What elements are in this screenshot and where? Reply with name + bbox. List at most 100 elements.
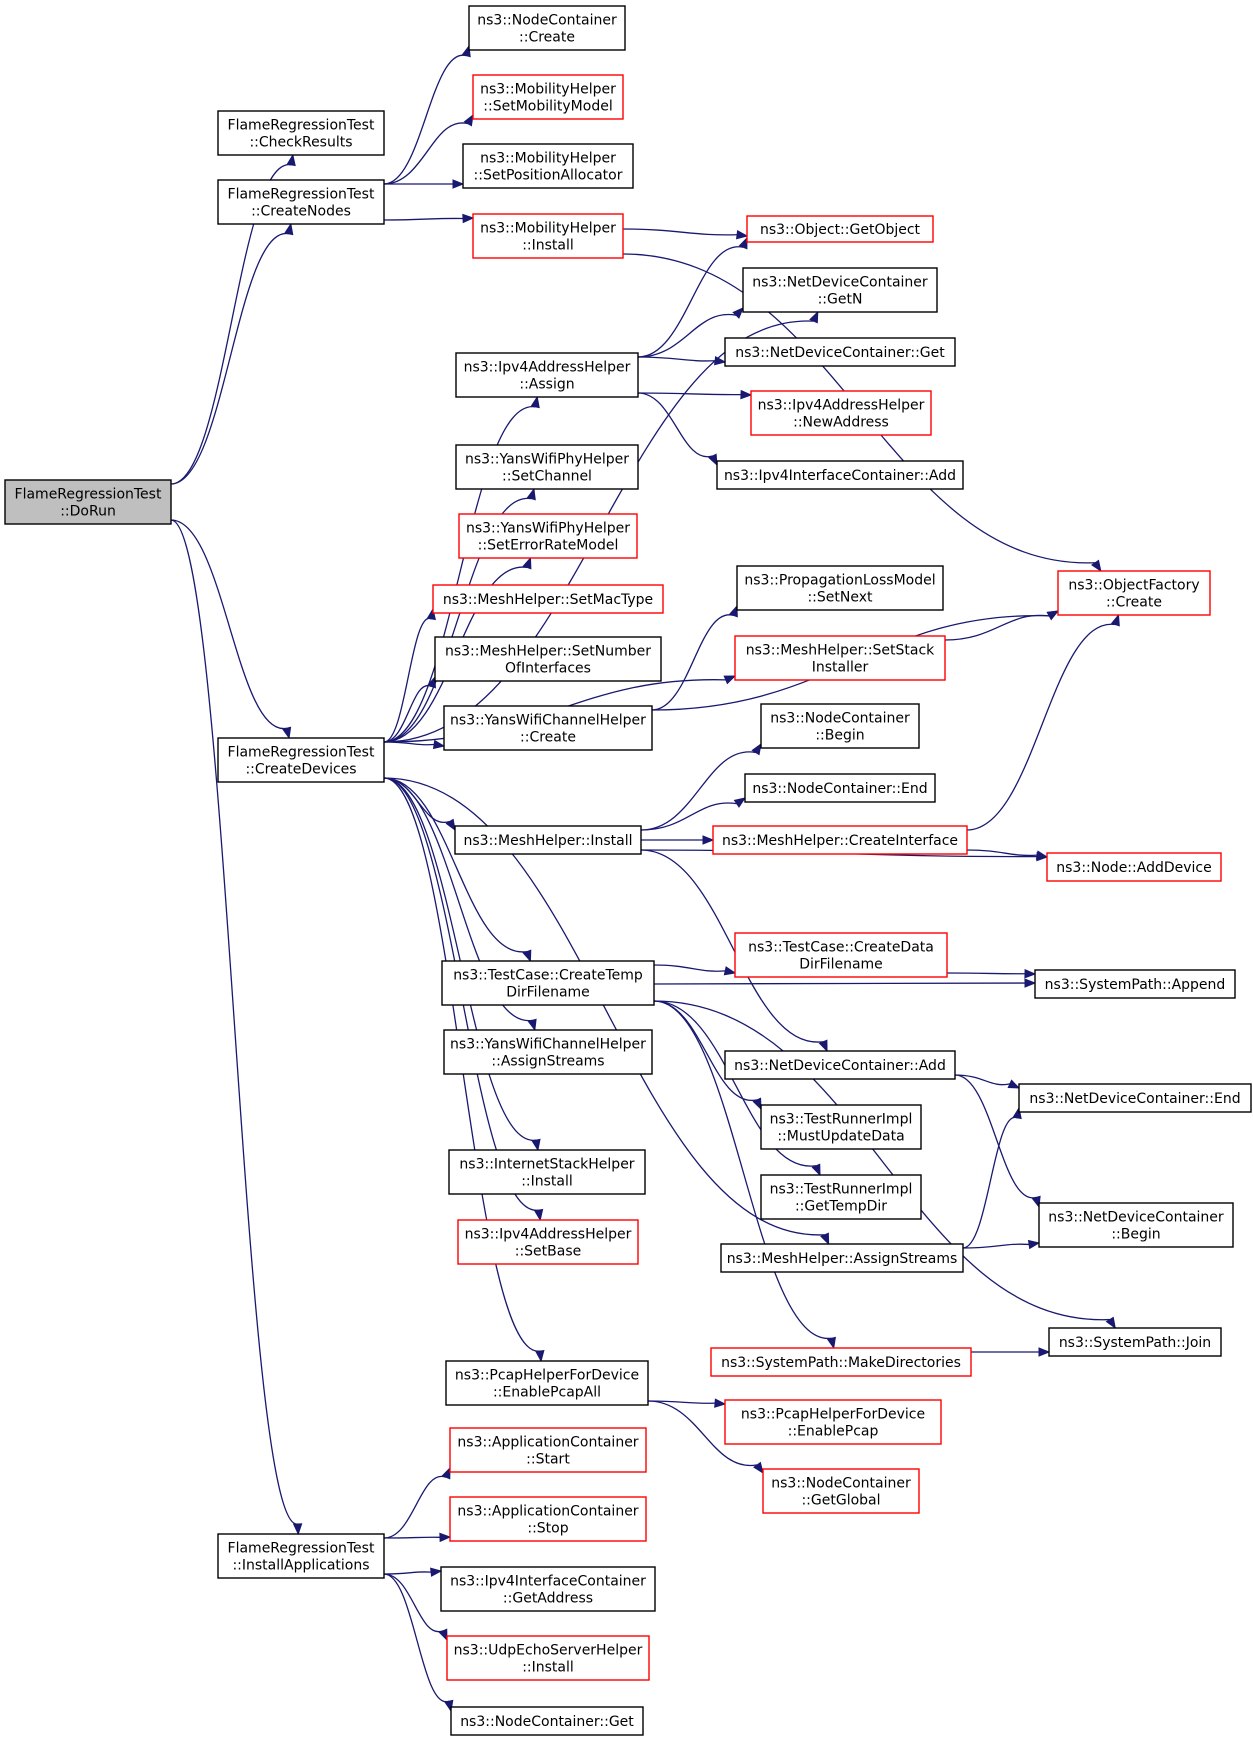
node-ipv4ah_newaddress[interactable]: ns3::Ipv4AddressHelper::NewAddress: [750, 390, 932, 436]
node-box-phfd_enablepcapall[interactable]: [445, 1360, 649, 1406]
node-tri_gettempdir[interactable]: ns3::TestRunnerImpl::GetTempDir: [760, 1174, 922, 1220]
node-box-ipv4ah_assign[interactable]: [455, 352, 639, 398]
node-box-tri_gettempdir[interactable]: [760, 1174, 922, 1220]
node-box-sp_makedirectories[interactable]: [710, 1347, 972, 1377]
node-meshh_install[interactable]: ns3::MeshHelper::Install: [454, 825, 642, 855]
node-box-ipv4ic_getaddress[interactable]: [440, 1566, 656, 1612]
node-ndc_add[interactable]: ns3::NetDeviceContainer::Add: [724, 1050, 956, 1080]
node-nc_get[interactable]: ns3::NodeContainer::Get: [450, 1706, 644, 1736]
node-ndc_end[interactable]: ns3::NetDeviceContainer::End: [1018, 1083, 1252, 1113]
node-box-createdevices[interactable]: [217, 737, 385, 783]
node-box-ipv4ah_newaddress[interactable]: [750, 390, 932, 436]
node-box-mh_install[interactable]: [472, 213, 624, 259]
node-box-sp_join[interactable]: [1048, 1327, 1222, 1357]
node-ipv4ah_assign[interactable]: ns3::Ipv4AddressHelper::Assign: [455, 352, 639, 398]
node-node_adddevice[interactable]: ns3::Node::AddDevice: [1046, 852, 1222, 882]
node-box-meshh_setnumberofinterfaces[interactable]: [434, 636, 662, 682]
node-box-meshh_install[interactable]: [454, 825, 642, 855]
node-meshh_assignstreams[interactable]: ns3::MeshHelper::AssignStreams: [720, 1243, 964, 1273]
node-ywph_seterrorratemodel[interactable]: ns3::YansWifiPhyHelper::SetErrorRateMode…: [458, 513, 638, 559]
node-ac_start[interactable]: ns3::ApplicationContainer::Start: [449, 1427, 647, 1473]
node-sp_join[interactable]: ns3::SystemPath::Join: [1048, 1327, 1222, 1357]
node-box-nc_begin[interactable]: [760, 703, 920, 749]
node-plm_setnext[interactable]: ns3::PropagationLossModel::SetNext: [736, 565, 944, 611]
node-ywph_setchannel[interactable]: ns3::YansWifiPhyHelper::SetChannel: [455, 444, 639, 490]
node-box-ac_stop[interactable]: [449, 1496, 647, 1542]
node-tri_mustupdatedata[interactable]: ns3::TestRunnerImpl::MustUpdateData: [760, 1104, 922, 1150]
node-box-mh_setpositionallocator[interactable]: [462, 143, 634, 189]
node-box-tc_createtempdirfilename[interactable]: [441, 960, 655, 1006]
node-box-tri_mustupdatedata[interactable]: [760, 1104, 922, 1150]
node-uesh_install[interactable]: ns3::UdpEchoServerHelper::Install: [446, 1635, 650, 1681]
node-ndc_begin[interactable]: ns3::NetDeviceContainer::Begin: [1038, 1202, 1234, 1248]
node-ndc_getn[interactable]: ns3::NetDeviceContainer::GetN: [742, 267, 938, 313]
node-createnodes[interactable]: FlameRegressionTest::CreateNodes: [217, 179, 385, 225]
node-installapps[interactable]: FlameRegressionTest::InstallApplications: [217, 1533, 385, 1579]
node-box-node_adddevice[interactable]: [1046, 852, 1222, 882]
node-box-phfd_enablepcap[interactable]: [724, 1399, 942, 1445]
node-box-mh_setmobilitymodel[interactable]: [472, 74, 624, 120]
node-ywch_create[interactable]: ns3::YansWifiChannelHelper::Create: [443, 705, 653, 751]
node-box-dorun[interactable]: [4, 479, 172, 525]
node-box-objf_create[interactable]: [1057, 570, 1211, 616]
node-box-nc_get[interactable]: [450, 1706, 644, 1736]
node-box-ndc_get[interactable]: [724, 337, 956, 367]
node-box-meshh_createinterface[interactable]: [712, 825, 968, 855]
node-mh_setmobilitymodel[interactable]: ns3::MobilityHelper::SetMobilityModel: [472, 74, 624, 120]
node-box-checkresults[interactable]: [217, 110, 385, 156]
node-ish_install[interactable]: ns3::InternetStackHelper::Install: [448, 1149, 646, 1195]
node-mh_setpositionallocator[interactable]: ns3::MobilityHelper::SetPositionAllocato…: [462, 143, 634, 189]
node-box-ndc_end[interactable]: [1018, 1083, 1252, 1113]
node-box-ywph_setchannel[interactable]: [455, 444, 639, 490]
node-ipv4ah_setbase[interactable]: ns3::Ipv4AddressHelper::SetBase: [457, 1219, 639, 1265]
node-box-meshh_assignstreams[interactable]: [720, 1243, 964, 1273]
node-sp_append[interactable]: ns3::SystemPath::Append: [1034, 969, 1236, 999]
node-box-installapps[interactable]: [217, 1533, 385, 1579]
node-createdevices[interactable]: FlameRegressionTest::CreateDevices: [217, 737, 385, 783]
node-box-tc_createdatadirfilename[interactable]: [734, 932, 948, 978]
node-objf_create[interactable]: ns3::ObjectFactory::Create: [1057, 570, 1211, 616]
node-box-ipv4ah_setbase[interactable]: [457, 1219, 639, 1265]
node-mh_install[interactable]: ns3::MobilityHelper::Install: [472, 213, 624, 259]
node-obj_getobject[interactable]: ns3::Object::GetObject: [746, 215, 934, 243]
node-ac_stop[interactable]: ns3::ApplicationContainer::Stop: [449, 1496, 647, 1542]
node-box-obj_getobject[interactable]: [746, 215, 934, 243]
node-ywch_assignstreams[interactable]: ns3::YansWifiChannelHelper::AssignStream…: [443, 1029, 653, 1075]
node-nc_getglobal[interactable]: ns3::NodeContainer::GetGlobal: [762, 1468, 920, 1514]
node-box-ndc_getn[interactable]: [742, 267, 938, 313]
node-meshh_createinterface[interactable]: ns3::MeshHelper::CreateInterface: [712, 825, 968, 855]
node-box-ndc_begin[interactable]: [1038, 1202, 1234, 1248]
node-box-ywph_seterrorratemodel[interactable]: [458, 513, 638, 559]
node-box-plm_setnext[interactable]: [736, 565, 944, 611]
node-box-ywch_create[interactable]: [443, 705, 653, 751]
node-box-ipv4ic_add[interactable]: [716, 460, 964, 490]
node-box-ac_start[interactable]: [449, 1427, 647, 1473]
node-phfd_enablepcap[interactable]: ns3::PcapHelperForDevice::EnablePcap: [724, 1399, 942, 1445]
node-sp_makedirectories[interactable]: ns3::SystemPath::MakeDirectories: [710, 1347, 972, 1377]
node-box-createnodes[interactable]: [217, 179, 385, 225]
node-phfd_enablepcapall[interactable]: ns3::PcapHelperForDevice::EnablePcapAll: [445, 1360, 649, 1406]
node-nc_end[interactable]: ns3::NodeContainer::End: [744, 773, 936, 803]
node-box-meshh_setstackinstaller[interactable]: [734, 635, 946, 681]
node-box-ywch_assignstreams[interactable]: [443, 1029, 653, 1075]
node-box-nc_create[interactable]: [468, 5, 626, 51]
node-dorun[interactable]: FlameRegressionTest::DoRun: [4, 479, 172, 525]
node-ndc_get[interactable]: ns3::NetDeviceContainer::Get: [724, 337, 956, 367]
node-checkresults[interactable]: FlameRegressionTest::CheckResults: [217, 110, 385, 156]
node-ipv4ic_add[interactable]: ns3::Ipv4InterfaceContainer::Add: [716, 460, 964, 490]
node-box-nc_end[interactable]: [744, 773, 936, 803]
node-box-ndc_add[interactable]: [724, 1050, 956, 1080]
node-box-meshh_setmactype[interactable]: [432, 584, 664, 614]
node-box-uesh_install[interactable]: [446, 1635, 650, 1681]
node-meshh_setmactype[interactable]: ns3::MeshHelper::SetMacType: [432, 584, 664, 614]
node-box-ish_install[interactable]: [448, 1149, 646, 1195]
node-nc_create[interactable]: ns3::NodeContainer::Create: [468, 5, 626, 51]
node-ipv4ic_getaddress[interactable]: ns3::Ipv4InterfaceContainer::GetAddress: [440, 1566, 656, 1612]
node-box-nc_getglobal[interactable]: [762, 1468, 920, 1514]
node-nc_begin[interactable]: ns3::NodeContainer::Begin: [760, 703, 920, 749]
node-box-sp_append[interactable]: [1034, 969, 1236, 999]
